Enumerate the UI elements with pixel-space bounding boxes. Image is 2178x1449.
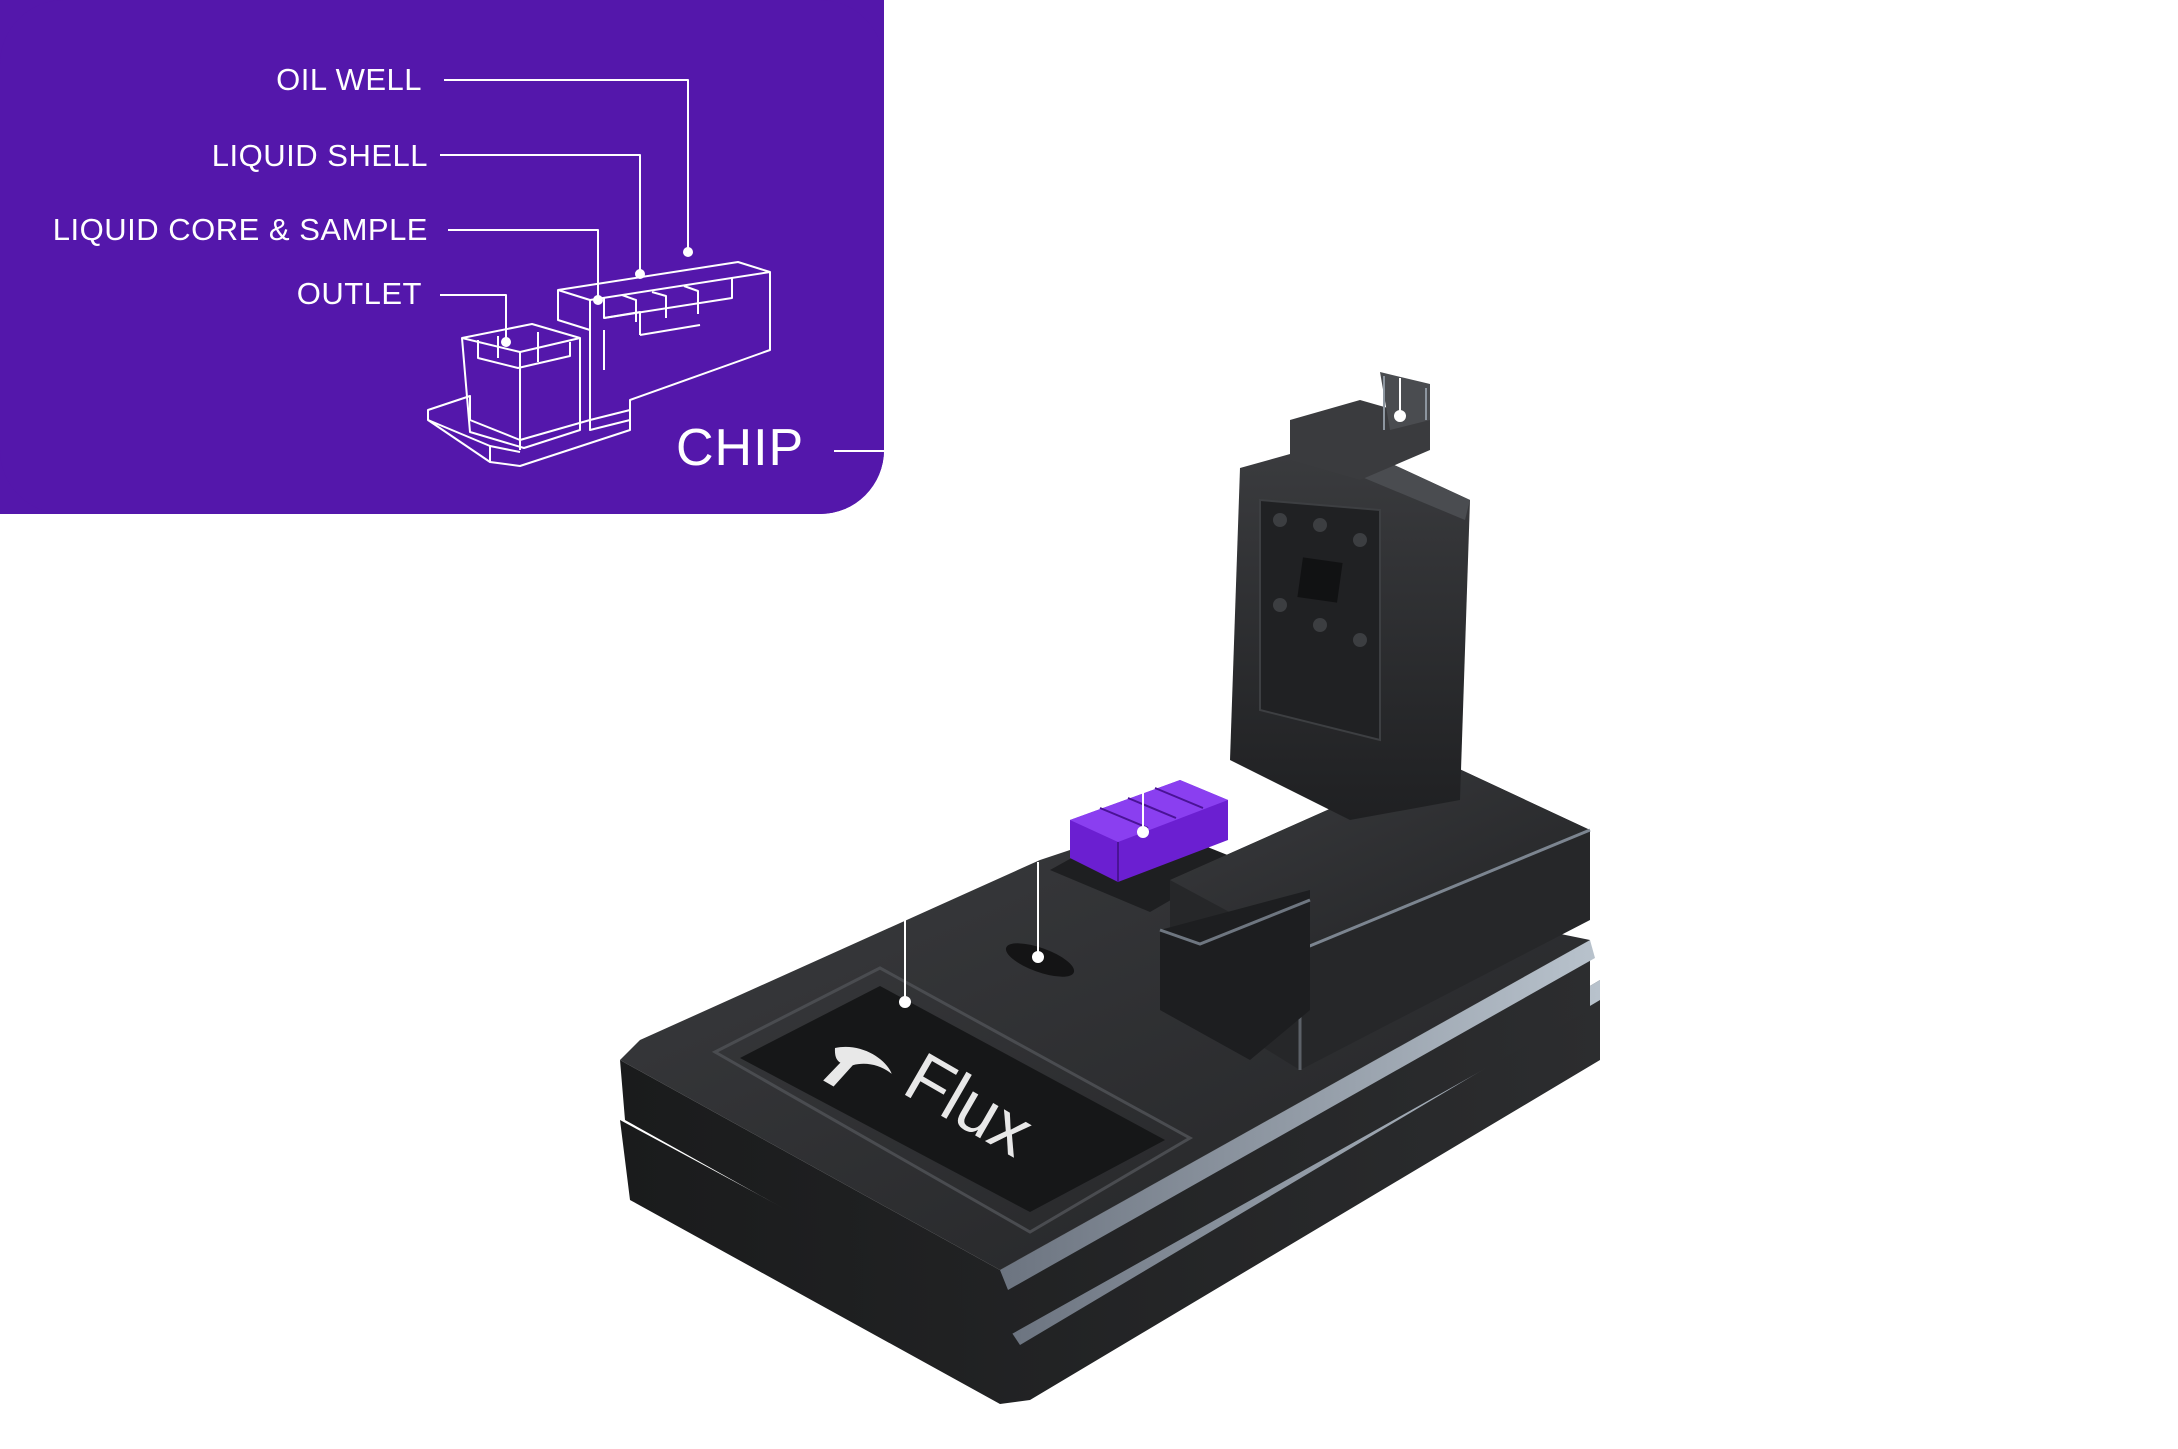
- label-liquid-core-sample: LIQUID CORE & SAMPLE: [52, 212, 428, 247]
- label-oil-well: OIL WELL: [276, 62, 422, 97]
- label-outlet: OUTLET: [296, 276, 422, 311]
- label-chip: CHIP: [676, 419, 805, 477]
- leader-outlet: [440, 294, 507, 340]
- device-base-lower: [620, 980, 1600, 1404]
- leader-oil-well: [444, 79, 689, 249]
- chip-line-drawing: [427, 79, 884, 467]
- purple-chip: [1070, 780, 1228, 882]
- device-display: [740, 986, 1165, 1212]
- label-liquid-shell: LIQUID SHELL: [211, 138, 428, 173]
- flux-logo-icon: [823, 1046, 892, 1087]
- chip-callout-panel: [0, 0, 884, 514]
- leader-liquid-core: [448, 229, 599, 298]
- device-display-frame: [711, 966, 1194, 1234]
- device-base-upper: [620, 940, 1590, 1335]
- leader-liquid-shell: [440, 154, 641, 272]
